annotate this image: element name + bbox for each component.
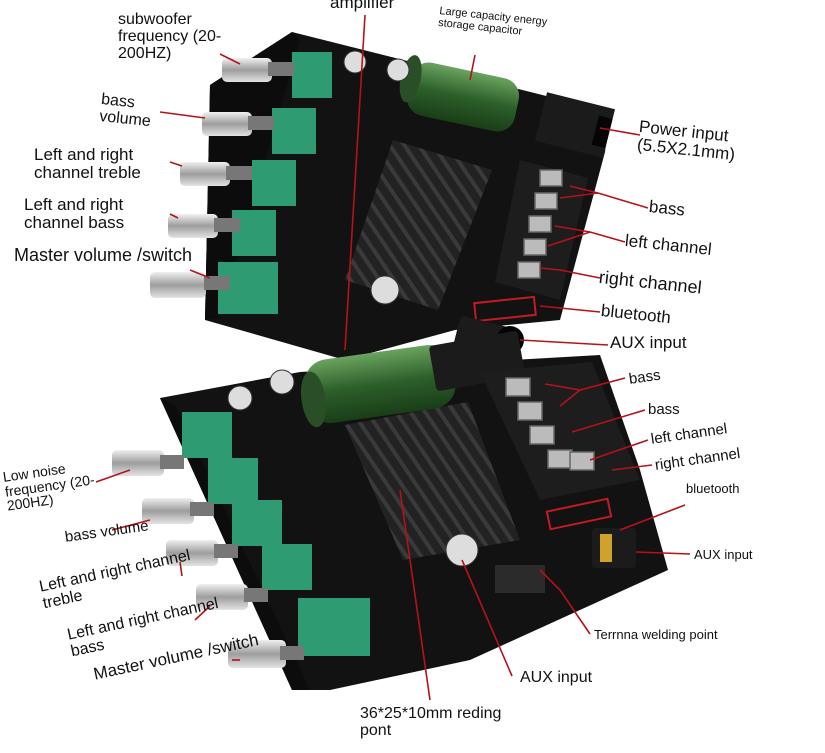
label-bottom-aux-input-right: AUX input xyxy=(694,547,753,562)
label-top-treble: Left and right channel treble xyxy=(34,145,141,182)
bottom-pot-4 xyxy=(196,544,312,610)
bottom-potentiometers xyxy=(112,412,370,668)
label-bottom-bluetooth: bluetooth xyxy=(686,481,740,496)
label-terminal-welding-point: Terrnna welding point xyxy=(594,627,718,642)
bottom-small-caps xyxy=(227,369,479,567)
label-subwoofer-frequency: subwoofer frequency (20-200HZ) xyxy=(118,11,222,62)
label-top-lr-bass: Left and right channel bass xyxy=(24,195,125,232)
top-small-caps xyxy=(343,50,410,305)
label-top-bass: bass xyxy=(648,197,686,220)
top-pot-1 xyxy=(222,52,332,98)
bottom-pot-2 xyxy=(142,458,258,524)
bottom-terminal-block xyxy=(480,362,640,500)
label-top-aux-input: AUX input xyxy=(610,333,687,352)
top-bluetooth-antenna xyxy=(473,295,537,323)
top-pot-3 xyxy=(180,160,296,206)
label-bottom-bass-2: bass xyxy=(648,401,680,418)
bottom-pot-5 xyxy=(228,598,370,668)
top-pot-5 xyxy=(150,262,278,314)
label-amplifier-title: amplifier xyxy=(330,0,395,12)
top-board xyxy=(150,32,616,368)
bottom-pot-1 xyxy=(112,412,232,476)
label-bottom-aux-input: AUX input xyxy=(520,669,593,686)
leader-lines xyxy=(95,14,691,701)
bottom-aux-jack-side xyxy=(592,528,636,568)
bottom-pot-3 xyxy=(166,500,282,566)
bottom-bluetooth-antenna xyxy=(545,497,613,531)
bottom-capacitor xyxy=(300,344,456,428)
top-pot-2 xyxy=(202,108,316,154)
top-power-jack xyxy=(534,92,616,158)
label-top-master: Master volume /switch xyxy=(14,245,193,265)
bottom-board xyxy=(112,331,668,690)
label-heatsink-size: 36*25*10mm reding pont xyxy=(360,705,502,739)
top-terminal-block xyxy=(495,160,588,300)
top-potentiometers xyxy=(150,52,332,314)
bottom-chip xyxy=(495,565,545,593)
top-pot-4 xyxy=(168,210,276,256)
bottom-heatsink xyxy=(345,402,520,560)
top-heatsink xyxy=(345,140,492,310)
